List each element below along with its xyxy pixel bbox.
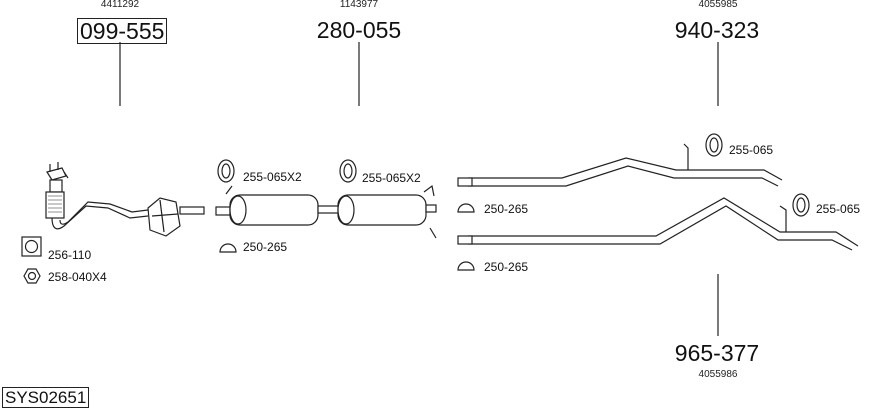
accessory-label[interactable]: 255-065 — [729, 143, 774, 157]
rubber-mount-icon — [705, 133, 723, 157]
accessory-label[interactable]: 255-065X2 — [362, 171, 421, 185]
oe-number-280-055: 1143977 — [339, 0, 379, 10]
accessory-label[interactable]: 256-110 — [48, 248, 92, 262]
clamp-icon — [457, 261, 475, 271]
accessory-label[interactable]: 258-040X4 — [48, 270, 107, 284]
silencer-icon — [215, 184, 437, 239]
nut-icon — [23, 268, 41, 284]
part-number-280-055[interactable]: 280-055 — [316, 17, 402, 43]
rubber-mount-icon — [339, 159, 357, 183]
oe-number-965-377: 4055986 — [698, 369, 738, 380]
accessory-label[interactable]: 250-265 — [484, 260, 529, 274]
accessory-label[interactable]: 255-065X2 — [243, 170, 302, 184]
oe-number-099-555: 4411292 — [100, 0, 140, 10]
part-number-965-377[interactable]: 965-377 — [674, 340, 760, 366]
part-number-099-555[interactable]: 099-555 — [77, 18, 168, 44]
clamp-icon — [219, 243, 237, 253]
tail-pipe-lower-icon — [457, 197, 859, 251]
gasket-icon — [21, 236, 42, 257]
rubber-mount-icon — [217, 159, 235, 183]
accessory-label[interactable]: 250-265 — [484, 202, 529, 216]
accessory-label[interactable]: 250-265 — [243, 240, 288, 254]
rubber-mount-icon — [792, 193, 810, 217]
clamp-icon — [457, 203, 475, 213]
oe-number-940-323: 4055985 — [698, 0, 738, 10]
system-code: SYS02651 — [2, 387, 90, 408]
tail-pipe-upper-icon — [457, 143, 783, 187]
part-number-940-323[interactable]: 940-323 — [674, 17, 760, 43]
accessory-label[interactable]: 255-065 — [816, 202, 861, 216]
catalytic-converter-icon — [45, 162, 205, 237]
